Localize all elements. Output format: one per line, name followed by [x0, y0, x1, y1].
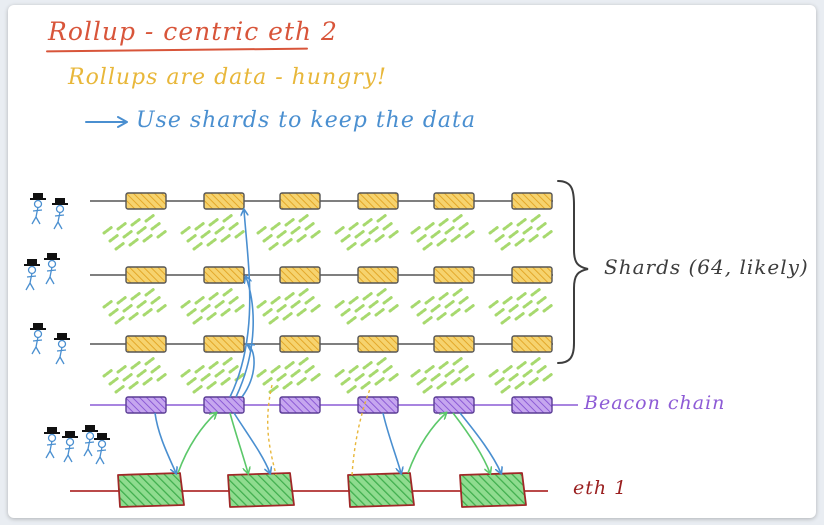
data-marks: [488, 213, 554, 251]
beacon-block: [511, 396, 553, 414]
shard-block: [279, 192, 321, 210]
stick-figures: [24, 193, 110, 465]
shard-block: [433, 192, 475, 210]
data-marks: [410, 213, 476, 251]
data-marks: [256, 356, 322, 394]
crosslink-arrows: [154, 210, 501, 475]
beacon-block: [125, 396, 167, 414]
data-marks: [410, 287, 476, 325]
person-icon: [30, 323, 46, 355]
shard-block: [279, 335, 321, 353]
shard-block: [511, 335, 553, 353]
beacon-block: [203, 396, 245, 414]
person-icon: [30, 193, 46, 225]
data-marks: [334, 356, 400, 394]
eth1-block: [459, 472, 527, 508]
shard-block: [433, 335, 475, 353]
beacon-block: [433, 396, 475, 414]
shard-block: [203, 192, 245, 210]
person-icon: [82, 425, 98, 457]
data-marks: [180, 356, 246, 394]
shard-block: [433, 266, 475, 284]
person-icon: [44, 253, 60, 285]
person-icon: [94, 433, 110, 465]
eth1-chain: [70, 472, 548, 508]
shard-block: [125, 335, 167, 353]
person-icon: [44, 427, 60, 459]
data-marks: [334, 287, 400, 325]
eth1-label: eth 1: [573, 477, 628, 499]
shard-block: [357, 266, 399, 284]
shard-block: [357, 192, 399, 210]
shard-block: [279, 266, 321, 284]
shard-block: [125, 266, 167, 284]
note-text: Use shards to keep the data: [136, 108, 477, 133]
person-icon: [62, 431, 78, 463]
shard-block: [357, 335, 399, 353]
eth1-block: [227, 472, 295, 508]
data-marks: [334, 213, 400, 251]
data-marks: [102, 356, 168, 394]
beacon-block: [279, 396, 321, 414]
shard-block: [511, 192, 553, 210]
shard-block: [125, 192, 167, 210]
beacon-block: [357, 396, 399, 414]
eth1-block: [347, 472, 415, 508]
data-marks: [410, 356, 476, 394]
beacon-chain: [90, 396, 578, 414]
shards-label: Shards (64, likely): [604, 255, 809, 279]
data-marks: [180, 213, 246, 251]
eth1-block: [117, 472, 185, 508]
beacon-chain-label: Beacon chain: [584, 392, 726, 414]
person-icon: [52, 198, 68, 230]
subtitle-text: Rollups are data - hungry!: [68, 65, 388, 90]
data-marks: [102, 213, 168, 251]
whiteboard: Rollup - centric eth 2 Rollups are data …: [8, 5, 816, 518]
right-arrow-icon: [85, 116, 128, 128]
shard-block: [203, 335, 245, 353]
shard-block: [511, 266, 553, 284]
data-marks: [488, 287, 554, 325]
shards-brace: [557, 180, 589, 364]
shard-chains: [90, 192, 554, 394]
person-icon: [24, 259, 40, 291]
shard-block: [203, 266, 245, 284]
person-icon: [54, 333, 70, 365]
data-marks: [102, 287, 168, 325]
data-marks: [256, 213, 322, 251]
diagram-title: Rollup - centric eth 2: [48, 17, 338, 46]
data-marks: [180, 287, 246, 325]
data-marks: [488, 356, 554, 394]
diagram-canvas: [24, 180, 589, 508]
data-marks: [256, 287, 322, 325]
